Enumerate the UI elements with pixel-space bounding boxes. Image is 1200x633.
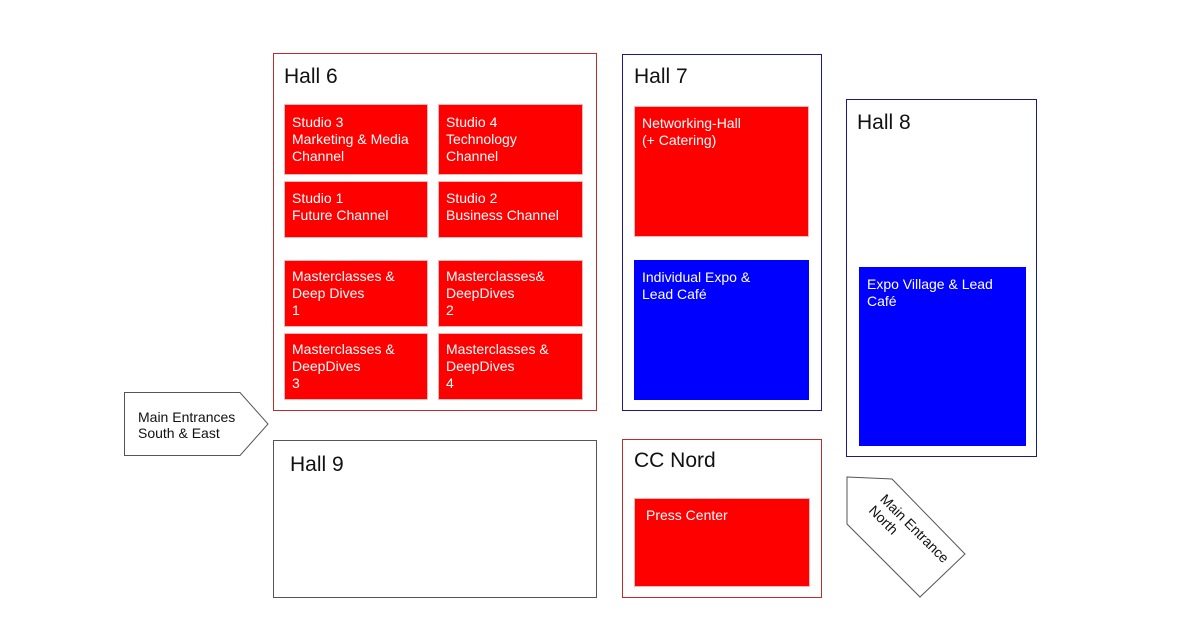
hall-6-title: Hall 6 bbox=[284, 65, 338, 88]
hall-9-title: Hall 9 bbox=[290, 453, 344, 476]
expo-village-room[interactable]: Expo Village & Lead Café bbox=[859, 267, 1026, 446]
networking-hall-room[interactable]: Networking-Hall (+ Catering) bbox=[634, 106, 809, 237]
entrance-arrow-north-icon bbox=[846, 476, 966, 598]
hall-8-title: Hall 8 bbox=[857, 111, 911, 134]
main-entrance-north[interactable]: Main Entrance North bbox=[820, 470, 990, 610]
studio-2-room[interactable]: Studio 2 Business Channel bbox=[438, 181, 583, 238]
hall-7-title: Hall 7 bbox=[634, 65, 688, 88]
cc-nord-title: CC Nord bbox=[634, 449, 716, 472]
masterclass-1-room[interactable]: Masterclasses & Deep Dives 1 bbox=[284, 260, 428, 327]
studio-3-room[interactable]: Studio 3 Marketing & Media Channel bbox=[284, 104, 428, 175]
studio-4-room[interactable]: Studio 4 Technology Channel bbox=[438, 104, 583, 175]
hall-7[interactable]: Hall 7 Networking-Hall (+ Catering) Indi… bbox=[622, 54, 822, 411]
hall-8[interactable]: Hall 8 Expo Village & Lead Café bbox=[846, 99, 1037, 457]
main-entrance-south-east[interactable]: Main Entrances South & East bbox=[124, 392, 270, 457]
masterclass-4-room[interactable]: Masterclasses & DeepDives 4 bbox=[438, 333, 583, 400]
masterclass-2-room[interactable]: Masterclasses& DeepDives 2 bbox=[438, 260, 583, 327]
cc-nord-hall[interactable]: CC Nord Press Center bbox=[622, 439, 822, 598]
masterclass-3-room[interactable]: Masterclasses & DeepDives 3 bbox=[284, 333, 428, 400]
individual-expo-room[interactable]: Individual Expo & Lead Café bbox=[634, 260, 809, 400]
entrance-south-east-label: Main Entrances South & East bbox=[138, 409, 236, 441]
hall-9[interactable]: Hall 9 bbox=[273, 440, 597, 598]
hall-6[interactable]: Hall 6 Studio 3 Marketing & Media Channe… bbox=[273, 53, 597, 411]
entrance-arrow-right-icon bbox=[124, 392, 269, 456]
press-center-room[interactable]: Press Center bbox=[634, 498, 810, 587]
studio-1-room[interactable]: Studio 1 Future Channel bbox=[284, 181, 428, 238]
